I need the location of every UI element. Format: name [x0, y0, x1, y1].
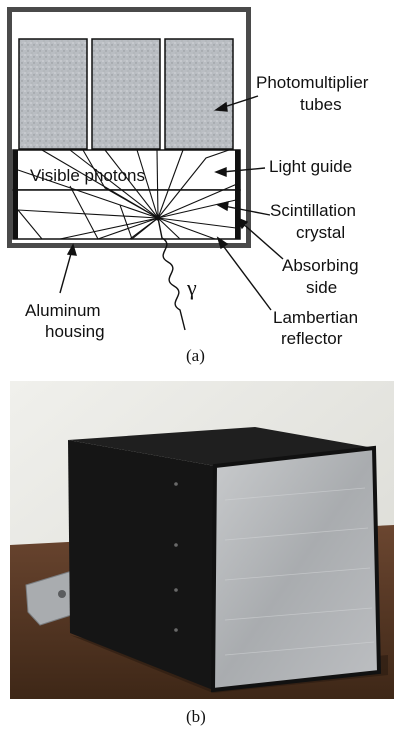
photomultiplier-tube-1 [18, 38, 88, 150]
reflector-label-line2: reflector [281, 329, 343, 348]
absorbing-side-right [235, 150, 240, 239]
gamma-ray [157, 217, 186, 331]
housing-label-line2: housing [45, 322, 105, 341]
gamma-symbol: γ [186, 275, 197, 300]
pmt-label-line1: Photomultiplier [256, 73, 369, 92]
box-screws [174, 482, 178, 632]
caption-a: (a) [186, 346, 205, 365]
absorbing-label-line2: side [306, 278, 337, 297]
label-arrows [59, 95, 284, 311]
box-side [68, 440, 215, 690]
box-aluminum-face [210, 445, 382, 693]
bracket-hole [58, 590, 66, 598]
caption-b: (b) [186, 707, 206, 726]
visible-photons-label: Visible photons [30, 166, 145, 185]
panel-a: γ Visible photons Photomultiplier tubes [7, 7, 369, 365]
housing-label-line1: Aluminum [25, 301, 101, 320]
crystal-label-line2: crystal [296, 223, 345, 242]
light-guide [12, 149, 241, 191]
pmt-label-line2: tubes [300, 95, 342, 114]
brushed-texture [224, 487, 375, 656]
absorbing-label-line1: Absorbing [282, 256, 359, 275]
light-guide-label: Light guide [269, 157, 352, 176]
absorbing-side-left [13, 150, 18, 239]
photomultiplier-tube-3 [164, 38, 234, 150]
crystal-label-line1: Scintillation [270, 201, 356, 220]
photomultiplier-tube-2 [91, 38, 161, 150]
panel-b-photo: (b) [10, 381, 394, 726]
scintillation-crystal [12, 189, 241, 240]
reflector-label-line1: Lambertian [273, 308, 358, 327]
